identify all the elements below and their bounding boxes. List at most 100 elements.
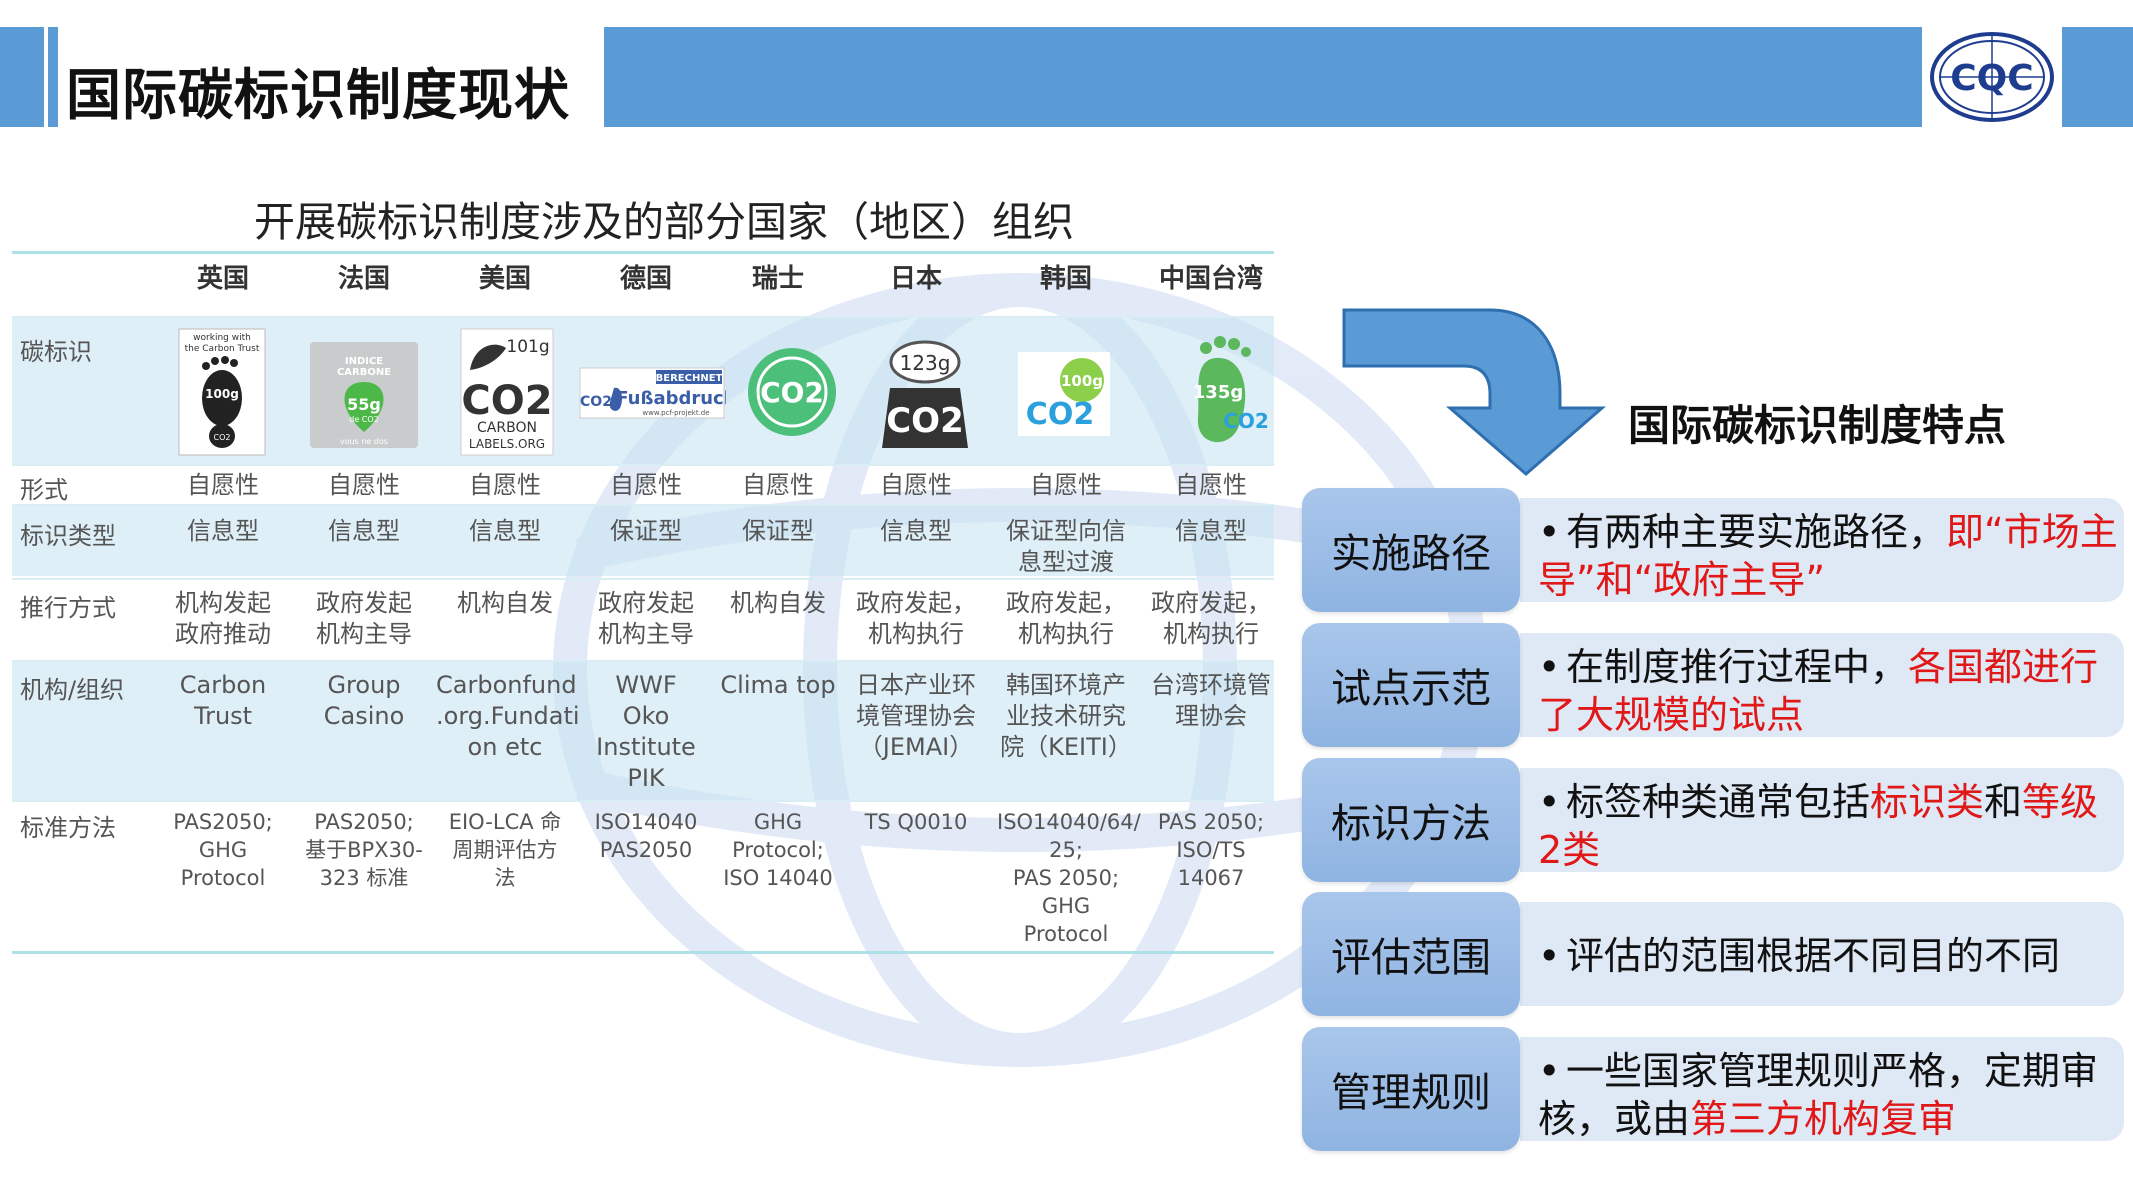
table-cell-promotion: 政府发起 机构主导 (598, 589, 694, 648)
table-cell-form: 自愿性 (610, 471, 682, 499)
svg-text:101g: 101g (506, 337, 549, 357)
country-header: 英国 (196, 264, 249, 294)
table-cell-promotion: 政府发起 机构主导 (316, 589, 412, 648)
table-cell-label-type: 信息型 (880, 517, 952, 545)
table-cell-promotion: 政府发起， 机构执行 (1151, 589, 1271, 648)
bullet-icon: • (1538, 645, 1561, 689)
svg-text:working with: working with (193, 333, 251, 343)
logo-text: CQC (1950, 58, 2033, 99)
cqc-logo: CQC (1928, 30, 2056, 124)
row-label-organization: 机构/组织 (20, 676, 125, 704)
svg-text:CO2: CO2 (1026, 397, 1094, 432)
svg-text:www.pcf-projekt.de: www.pcf-projekt.de (642, 409, 709, 417)
feature-segment: 和 (1984, 780, 2023, 824)
row-label-form: 形式 (20, 476, 68, 504)
feature-highlight: 等级2类 (1538, 780, 2099, 872)
feature-label: 实施路径 (1302, 488, 1520, 612)
taiwan-footprint-label: 135g CO2 (1176, 328, 1270, 456)
table-bottom-border (12, 951, 1274, 954)
row-divider (12, 464, 1274, 466)
svg-text:CO2: CO2 (1223, 409, 1269, 433)
row-label-carbon-label: 碳标识 (20, 338, 92, 366)
table-cell-organization: WWF Oko Institute PIK (596, 671, 696, 792)
svg-text:LABELS.ORG: LABELS.ORG (469, 437, 545, 451)
table-cell-label-type: 保证型向信 息型过渡 (1006, 517, 1126, 576)
feature-segment: 评估的范围根据不同目的不同 (1566, 934, 2061, 978)
table-cell-form: 自愿性 (328, 471, 400, 499)
carbon-labels-org-label: 101g CO2 CARBON LABELS.ORG (460, 328, 554, 456)
table-cell-organization: Group Casino (323, 671, 405, 730)
table-cell-label-type: 信息型 (469, 517, 541, 545)
svg-text:CO2: CO2 (214, 433, 231, 442)
table-cell-promotion: 机构发起 政府推动 (175, 589, 271, 648)
table-cell-label-type: 保证型 (610, 517, 682, 545)
table-cell-promotion: 政府发起， 机构执行 (856, 589, 976, 648)
feature-highlight: 标识类 (1870, 780, 1985, 824)
header-bar (604, 27, 1922, 127)
header-left-block (0, 27, 44, 127)
country-header: 韩国 (1039, 264, 1092, 294)
svg-text:CARBONE: CARBONE (337, 367, 391, 378)
table-cell-label-type: 保证型 (742, 517, 814, 545)
feature-label: 试点示范 (1302, 623, 1520, 747)
co2-fussabdruck-label: BERECHNET CO2 Fußabdruck www.pcf-projekt… (578, 328, 737, 456)
feature-highlight: 各国都进行了大规模的试点 (1538, 645, 2099, 737)
svg-text:135g: 135g (1193, 382, 1243, 403)
feature-panel (1520, 902, 2124, 1006)
svg-text:CO2: CO2 (461, 378, 552, 424)
table-cell-form: 自愿性 (469, 471, 541, 499)
feature-label: 评估范围 (1302, 892, 1520, 1016)
table-cell-label-type: 信息型 (1175, 517, 1247, 545)
table-cell-label-type: 信息型 (328, 517, 400, 545)
svg-text:100g: 100g (1061, 372, 1103, 390)
bullet-icon: • (1538, 1049, 1561, 1093)
country-header: 日本 (889, 264, 942, 294)
carbon-trust-label: working with the Carbon Trust 100g CO2 (178, 328, 266, 456)
svg-text:CO2: CO2 (886, 401, 964, 441)
feature-text: •一些国家管理规则严格，定期审核，或由第三方机构复审 (1538, 1047, 2118, 1143)
table-cell-promotion: 政府发起， 机构执行 (1006, 589, 1126, 648)
row-label-promotion: 推行方式 (20, 594, 116, 622)
svg-text:de CO2: de CO2 (349, 415, 379, 424)
table-cell-organization: Clima top (720, 671, 836, 699)
jemai-label: 123g CO2 (878, 328, 972, 456)
band-org-row (12, 660, 1274, 800)
country-header: 德国 (619, 264, 672, 294)
indice-carbone-label: INDICE CARBONE 55g de CO2 vous ne dos (308, 328, 420, 456)
table-cell-form: 自愿性 (742, 471, 814, 499)
feature-text: •在制度推行过程中，各国都进行了大规模的试点 (1538, 643, 2118, 739)
feature-highlight: 即“市场主导”和“政府主导” (1538, 510, 2118, 602)
table-cell-promotion: 机构自发 (730, 589, 826, 617)
svg-text:CO2: CO2 (580, 394, 612, 410)
svg-text:Fußabdruck: Fußabdruck (616, 388, 726, 409)
keiti-label: 100g CO2 (1016, 328, 1112, 456)
table-cell-label-type: 信息型 (187, 517, 259, 545)
svg-text:100g: 100g (205, 387, 239, 401)
table-cell-promotion: 机构自发 (457, 589, 553, 617)
bullet-icon: • (1538, 780, 1561, 824)
svg-text:the Carbon Trust: the Carbon Trust (185, 344, 260, 354)
row-label-standard: 标准方法 (20, 814, 116, 842)
table-cell-standard: PAS 2050; ISO/TS 14067 (1157, 810, 1265, 890)
climatop-label: CO2 (746, 328, 838, 456)
feature-panel (1520, 1037, 2124, 1141)
table-cell-organization: 台湾环境管 理协会 (1151, 671, 1271, 730)
feature-panel (1520, 498, 2124, 602)
table-cell-standard: PAS2050; 基于BPX30- 323 标准 (305, 810, 423, 890)
country-header: 美国 (478, 264, 531, 294)
feature-segment: 在制度推行过程中， (1566, 645, 1909, 689)
header-left-stripe (48, 27, 58, 127)
table-top-border (12, 251, 1274, 254)
table-cell-form: 自愿性 (880, 471, 952, 499)
row-divider (12, 800, 1274, 802)
feature-panel (1520, 633, 2124, 737)
table-cell-standard: TS Q0010 (864, 810, 968, 834)
table-caption: 开展碳标识制度涉及的部分国家（地区）组织 (254, 198, 1074, 246)
table-cell-standard: GHG Protocol; ISO 14040 (723, 810, 833, 890)
table-cell-form: 自愿性 (1030, 471, 1102, 499)
svg-text:CARBON: CARBON (477, 420, 537, 436)
bullet-icon: • (1538, 934, 1561, 978)
table-cell-organization: Carbonfund .org.Fundati on etc (436, 671, 580, 761)
feature-text: •有两种主要实施路径，即“市场主导”和“政府主导” (1538, 508, 2118, 604)
table-cell-form: 自愿性 (1175, 471, 1247, 499)
